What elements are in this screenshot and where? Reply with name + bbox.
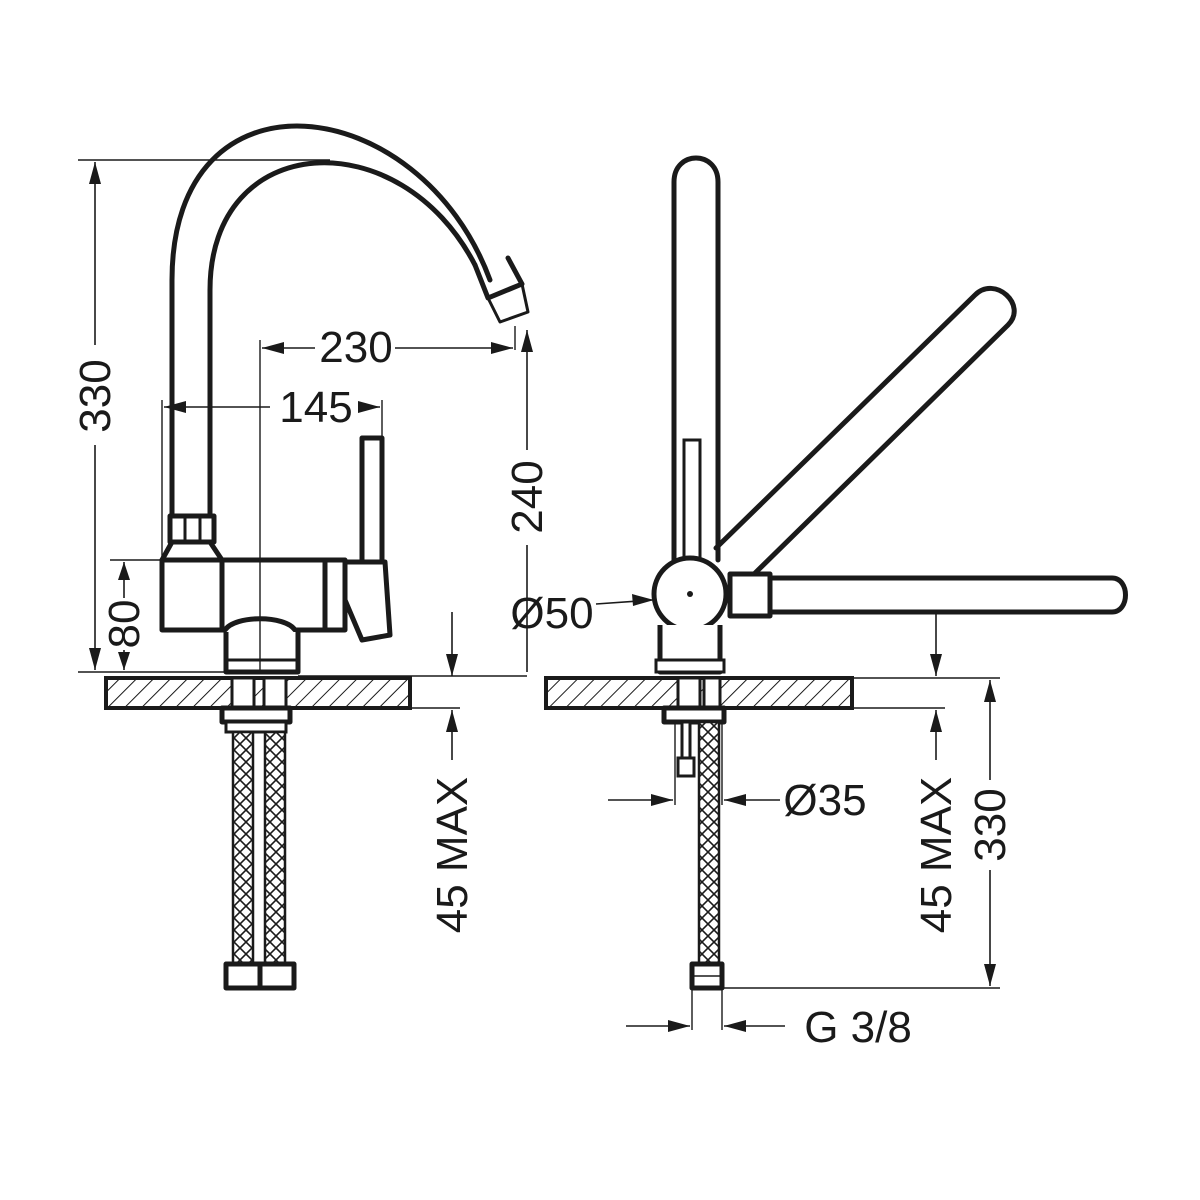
front-body — [159, 557, 348, 633]
side-lock-nut — [661, 705, 727, 725]
front-base — [223, 632, 301, 675]
label-body-height: 80 — [100, 600, 149, 649]
label-shank-diameter: Ø35 — [783, 776, 866, 825]
label-deck-thickness-front: 45 MAX — [428, 777, 477, 934]
label-body-diameter: Ø50 — [510, 589, 593, 638]
label-connection-thread: G 3/8 — [804, 1003, 912, 1052]
label-deck-thickness-side: 45 MAX — [912, 777, 961, 934]
front-swivel-nut — [167, 513, 217, 545]
side-view — [544, 155, 1128, 991]
side-lever-diagonal — [713, 286, 1017, 581]
label-hose-length: 330 — [966, 788, 1015, 861]
label-spout-height: 240 — [503, 460, 552, 533]
front-spout-tip-mouth — [486, 282, 530, 324]
front-view — [104, 123, 530, 991]
side-hose — [697, 720, 721, 966]
front-lock-nut — [219, 705, 293, 725]
label-total-height: 330 — [71, 359, 120, 432]
front-deck-section — [104, 676, 412, 710]
front-hose-left — [231, 730, 255, 966]
dimension-lines — [78, 159, 1000, 1032]
front-spout-inner — [207, 160, 478, 523]
side-lever-horizontal — [740, 575, 1128, 615]
front-hose-right — [263, 730, 287, 966]
front-spout-outer — [169, 123, 493, 523]
front-lever-handle — [359, 435, 385, 565]
label-spout-reach: 230 — [319, 323, 392, 372]
dimension-labels: 330 230 145 240 80 Ø50 45 MAX 45 MAX 330… — [71, 323, 1015, 1052]
side-spout-vertical — [671, 155, 721, 563]
label-lever-offset: 145 — [279, 383, 352, 432]
front-body-collar — [159, 539, 225, 633]
front-spout-tip — [472, 255, 525, 301]
front-lever-cap — [342, 559, 393, 643]
